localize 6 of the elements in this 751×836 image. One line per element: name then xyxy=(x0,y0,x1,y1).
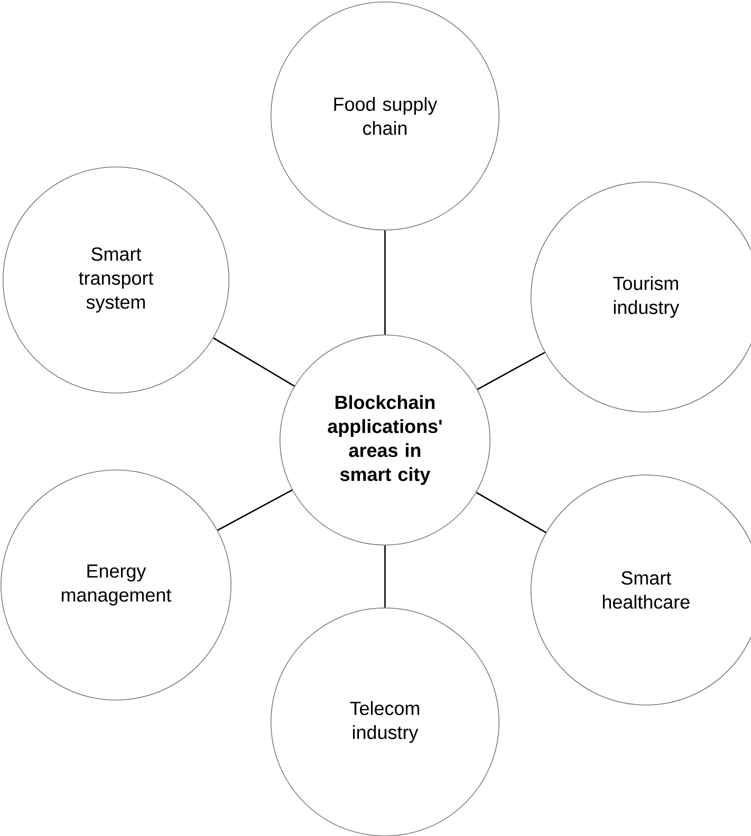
connector-line xyxy=(477,352,546,390)
connector-line xyxy=(384,230,386,335)
connector-line xyxy=(217,489,293,531)
connector-line xyxy=(384,545,386,608)
connector-line xyxy=(213,337,295,387)
connector-line xyxy=(476,492,546,534)
